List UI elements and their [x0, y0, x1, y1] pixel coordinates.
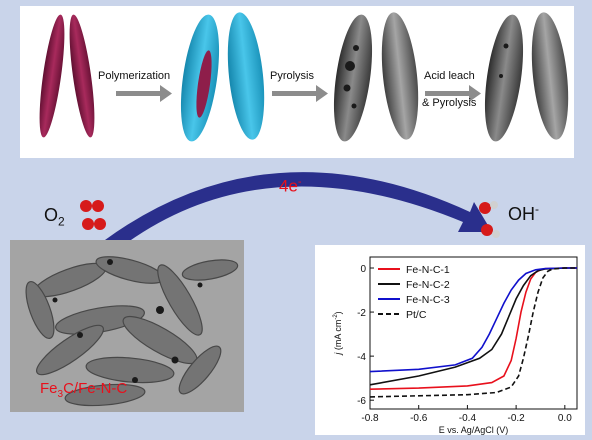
x-axis-label: E vs. Ag/AgCl (V) — [439, 425, 509, 435]
exposed-template-core — [196, 50, 212, 118]
template-rod — [39, 14, 65, 138]
series-line-0 — [369, 267, 577, 390]
process-arrow-head — [469, 85, 481, 102]
tem-micrograph — [10, 240, 244, 412]
plot-frame — [369, 256, 578, 410]
pyrolyzed-rod — [333, 14, 373, 142]
iron-particle — [499, 74, 503, 78]
tem-sample-label: Fe3C/Fe-N-C — [40, 380, 128, 400]
reactant-label: O2 — [44, 205, 65, 229]
process-arrow-shaft — [272, 91, 316, 96]
tem-rods-illustration — [10, 240, 244, 412]
x-tick-label: -0.4 — [459, 413, 477, 424]
lsv-chart: -0.8 -0.6 -0.4 -0.2 0.0 0 -2 -4 -6 E vs. Ag/AgCl … — [333, 256, 578, 435]
step-label-acid-leach-pyrolysis: & Pyrolysis — [422, 97, 477, 109]
series-line-2 — [369, 267, 577, 373]
curved-arrow-body — [105, 172, 492, 242]
final-rod — [531, 12, 569, 140]
iron-particle — [351, 103, 357, 109]
process-arrow-shaft — [425, 91, 469, 96]
legend-label-2: Fe-N-C-3 — [406, 294, 450, 306]
y-axis-label: j (mA cm-2) — [333, 311, 343, 355]
x-tick-label: 0.0 — [558, 413, 572, 424]
step-label-acid-leach: Acid leach — [424, 70, 475, 82]
synthesis-scheme-panel: Polymerization Pyrolysis Acid leach & Py… — [20, 6, 574, 158]
series-line-3 — [369, 267, 577, 398]
y-tick-label: -2 — [357, 308, 366, 319]
legend-label-1: Fe-N-C-2 — [406, 279, 450, 291]
x-tick-label: -0.2 — [508, 413, 526, 424]
electron-count-label: 4e- — [279, 176, 302, 196]
template-rod — [69, 14, 95, 138]
curved-reaction-arrow — [105, 172, 492, 242]
synthesis-scheme — [39, 12, 569, 142]
iron-particle — [343, 84, 351, 92]
coated-rod — [227, 12, 265, 140]
y-tick-label: 0 — [360, 264, 366, 275]
pyrolyzed-rod — [381, 12, 419, 140]
iron-particle — [353, 45, 359, 51]
legend-label-3: Pt/C — [406, 309, 427, 321]
product-label: OH- — [508, 202, 539, 224]
iron-particle — [345, 61, 355, 71]
x-tick-label: -0.6 — [410, 413, 428, 424]
legend-label-0: Fe-N-C-1 — [406, 264, 450, 276]
final-rod — [484, 14, 524, 142]
x-tick-label: -0.8 — [361, 413, 379, 424]
y-tick-label: -4 — [357, 352, 366, 363]
lsv-chart-panel: -0.8 -0.6 -0.4 -0.2 0.0 0 -2 -4 -6 E vs. Ag/AgCl … — [315, 245, 585, 435]
oxygen-molecules-icon — [80, 200, 106, 230]
series-line-1 — [369, 267, 577, 386]
step-label-polymerization: Polymerization — [98, 70, 171, 82]
process-arrow-head — [316, 85, 328, 102]
iron-particle — [503, 43, 509, 49]
step-label-pyrolysis: Pyrolysis — [270, 70, 315, 82]
y-tick-label: -6 — [357, 396, 366, 407]
process-arrow-shaft — [116, 91, 160, 96]
process-arrow-head — [160, 85, 172, 102]
hydroxide-ions-icon — [479, 201, 500, 238]
